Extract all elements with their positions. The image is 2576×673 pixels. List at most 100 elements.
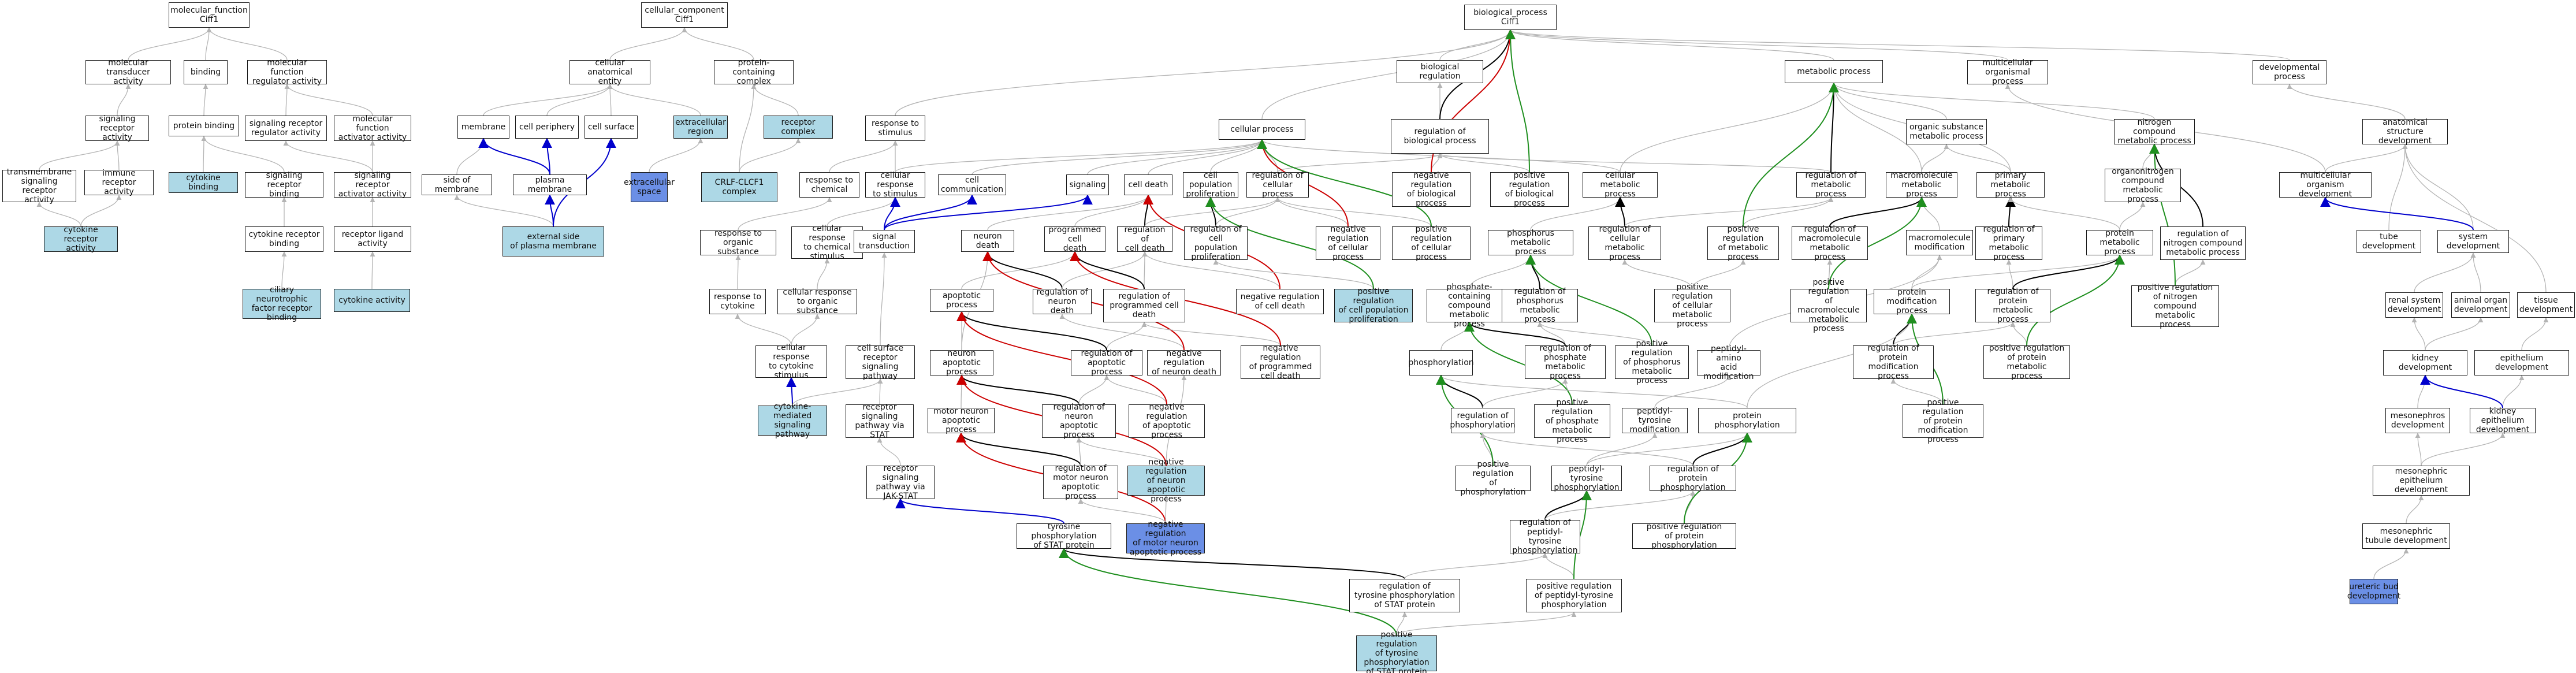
go-term-node[interactable]: positive regulation of cellular process: [1392, 225, 1471, 262]
go-term-node[interactable]: plasma membrane: [513, 174, 587, 195]
go-term-node[interactable]: macromolecule modification: [1906, 230, 1973, 255]
go-term-node[interactable]: regulation of apoptotic process: [1071, 349, 1142, 377]
go-term-node[interactable]: negative regulation of neuron apoptotic …: [1127, 458, 1205, 504]
go-term-node[interactable]: anatomical structure development: [2362, 118, 2448, 146]
go-term-node[interactable]: cellular response to cytokine stimulus: [755, 343, 827, 380]
go-term-node[interactable]: regulation of nitrogen compound metaboli…: [2160, 226, 2246, 260]
go-term-node[interactable]: regulation of protein phosphorylation: [1650, 464, 1736, 492]
go-term-node[interactable]: programmed cell death: [1044, 225, 1105, 253]
go-term-node[interactable]: response to stimulus: [865, 116, 925, 141]
go-term-node[interactable]: response to chemical: [799, 172, 859, 198]
go-term-node[interactable]: response to cytokine: [709, 289, 766, 314]
go-term-node[interactable]: extracellular space: [624, 172, 675, 202]
go-term-node[interactable]: cell surface: [585, 116, 638, 139]
go-term-node[interactable]: mesonephric epithelium development: [2373, 466, 2470, 496]
go-term-node[interactable]: regulation of phosphate metabolic proces…: [1525, 344, 1606, 381]
go-term-node[interactable]: positive regulation of metabolic process: [1707, 225, 1779, 262]
go-term-node[interactable]: transmembrane signaling receptor activit…: [2, 168, 76, 204]
go-term-node[interactable]: positive regulation of protein phosphory…: [1632, 522, 1736, 550]
go-term-node[interactable]: response to organic substance: [700, 229, 776, 256]
go-term-node[interactable]: cell surface receptor signaling pathway: [846, 344, 915, 381]
go-term-node[interactable]: negative regulation of neuron death: [1147, 349, 1221, 377]
go-term-node[interactable]: positive regulation of phosphorus metabo…: [1615, 339, 1689, 385]
go-term-node[interactable]: negative regulation of apoptotic process: [1129, 403, 1205, 440]
go-term-node[interactable]: biological_process Ciff1: [1464, 5, 1557, 30]
go-term-node[interactable]: cytokine activity: [334, 289, 410, 312]
go-term-node[interactable]: positive regulation of phosphate metabol…: [1534, 398, 1610, 444]
go-term-node[interactable]: extracellular region: [673, 116, 728, 139]
go-term-node[interactable]: external side of plasma membrane: [502, 226, 604, 256]
go-term-node[interactable]: receptor complex: [764, 116, 833, 139]
go-term-node[interactable]: positive regulation of tyrosine phosphor…: [1356, 630, 1437, 673]
go-term-node[interactable]: kidney development: [2383, 350, 2467, 375]
go-term-node[interactable]: animal organ development: [2451, 292, 2510, 318]
go-term-node[interactable]: cytokine receptor activity: [44, 225, 118, 253]
go-term-node[interactable]: regulation of neuron apoptotic process: [1042, 403, 1116, 440]
go-term-node[interactable]: nitrogen compound metabolic process: [2114, 118, 2195, 146]
go-term-node[interactable]: molecular function activator activity: [334, 114, 411, 142]
go-term-node[interactable]: positive regulation of protein metabolic…: [1983, 344, 2070, 381]
go-term-node[interactable]: regulation of tyrosine phosphorylation o…: [1349, 579, 1460, 612]
go-term-node[interactable]: biological regulation: [1397, 60, 1483, 83]
go-term-node[interactable]: regulation of cellular metabolic process: [1588, 225, 1661, 262]
go-term-node[interactable]: regulation of neuron death: [1033, 288, 1092, 315]
go-term-node[interactable]: negative regulation of cellular process: [1316, 225, 1380, 262]
go-term-node[interactable]: peptidyl-tyrosine phosphorylation: [1551, 464, 1622, 492]
go-term-node[interactable]: ureteric bud development: [2347, 579, 2400, 604]
go-term-node[interactable]: macromolecule metabolic process: [1886, 171, 1957, 199]
go-term-node[interactable]: regulation of macromolecule metabolic pr…: [1792, 225, 1868, 262]
go-term-node[interactable]: cell communication: [938, 174, 1006, 195]
go-term-node[interactable]: cellular anatomical entity: [569, 58, 650, 86]
go-term-node[interactable]: regulation of metabolic process: [1796, 171, 1866, 199]
go-term-node[interactable]: regulation of cellular process: [1246, 171, 1309, 199]
go-term-node[interactable]: molecular_function Ciff1: [169, 2, 250, 28]
go-term-node[interactable]: cytokine receptor binding: [245, 226, 323, 252]
go-term-node[interactable]: regulation of peptidyl-tyrosine phosphor…: [1510, 518, 1580, 555]
go-term-node[interactable]: protein metabolic process: [2086, 229, 2153, 256]
go-term-node[interactable]: regulation of phosphorus metabolic proce…: [1502, 287, 1578, 324]
go-term-node[interactable]: signaling receptor regulator activity: [245, 116, 327, 141]
go-term-node[interactable]: immune receptor activity: [84, 169, 154, 196]
go-term-node[interactable]: molecular transducer activity: [85, 58, 171, 86]
go-term-node[interactable]: signaling receptor activity: [85, 114, 149, 142]
go-term-node[interactable]: side of membrane: [422, 174, 492, 195]
go-term-node[interactable]: negative regulation of programmed cell d…: [1241, 344, 1320, 381]
go-term-node[interactable]: mesonephros development: [2385, 408, 2450, 433]
go-term-node[interactable]: regulation of motor neuron apoptotic pro…: [1043, 464, 1118, 501]
go-term-node[interactable]: multicellular organism development: [2279, 171, 2372, 199]
go-term-node[interactable]: cellular response to stimulus: [865, 171, 925, 199]
go-term-node[interactable]: developmental process: [2253, 60, 2326, 84]
go-term-node[interactable]: multicellular organismal process: [1967, 58, 2048, 86]
go-term-node[interactable]: protein phosphorylation: [1698, 408, 1796, 433]
go-term-node[interactable]: motor neuron apoptotic process: [928, 407, 995, 434]
go-term-node[interactable]: regulation of biological process: [1391, 119, 1489, 154]
go-term-node[interactable]: positive regulation of macromolecule met…: [1790, 278, 1867, 333]
go-term-node[interactable]: protein modification process: [1874, 288, 1950, 315]
go-term-node[interactable]: phosphorylation: [1408, 350, 1474, 375]
go-term-node[interactable]: phosphate-containing compound metabolic …: [1427, 282, 1512, 329]
go-term-node[interactable]: organonitrogen compound metabolic proces…: [2105, 167, 2181, 204]
go-term-node[interactable]: regulation of primary metabolic process: [1975, 225, 2042, 262]
go-term-node[interactable]: positive regulation of cell population p…: [1334, 287, 1413, 324]
go-term-node[interactable]: tyrosine phosphorylation of STAT protein: [1017, 522, 1111, 550]
go-term-node[interactable]: cell periphery: [515, 116, 579, 139]
go-term-node[interactable]: peptidyl-amino acid modification: [1697, 344, 1760, 381]
go-term-node[interactable]: signaling: [1066, 174, 1109, 195]
go-term-node[interactable]: apoptotic process: [930, 289, 993, 312]
go-term-node[interactable]: positive regulation of biological proces…: [1490, 171, 1569, 208]
go-term-node[interactable]: binding: [184, 60, 228, 84]
go-term-node[interactable]: renal system development: [2385, 292, 2443, 318]
go-term-node[interactable]: positive regulation of peptidyl-tyrosine…: [1526, 579, 1622, 612]
go-term-node[interactable]: mesonephric tubule development: [2362, 523, 2450, 549]
go-term-node[interactable]: epithelium development: [2474, 350, 2569, 375]
go-term-node[interactable]: phosphorus metabolic process: [1488, 229, 1573, 256]
go-term-node[interactable]: ciliary neurotrophic factor receptor bin…: [243, 285, 321, 322]
go-term-node[interactable]: metabolic process: [1785, 60, 1883, 83]
go-term-node[interactable]: cellular process: [1219, 119, 1305, 140]
go-term-node[interactable]: positive regulation of protein modificat…: [1903, 398, 1983, 444]
go-term-node[interactable]: negative regulation of biological proces…: [1392, 171, 1471, 208]
go-term-node[interactable]: negative regulation of cell death: [1236, 289, 1324, 314]
go-term-node[interactable]: CRLF-CLCF1 complex: [701, 172, 777, 202]
go-term-node[interactable]: positive regulation of cellular metaboli…: [1654, 282, 1730, 329]
go-term-node[interactable]: cell death: [1124, 174, 1172, 195]
